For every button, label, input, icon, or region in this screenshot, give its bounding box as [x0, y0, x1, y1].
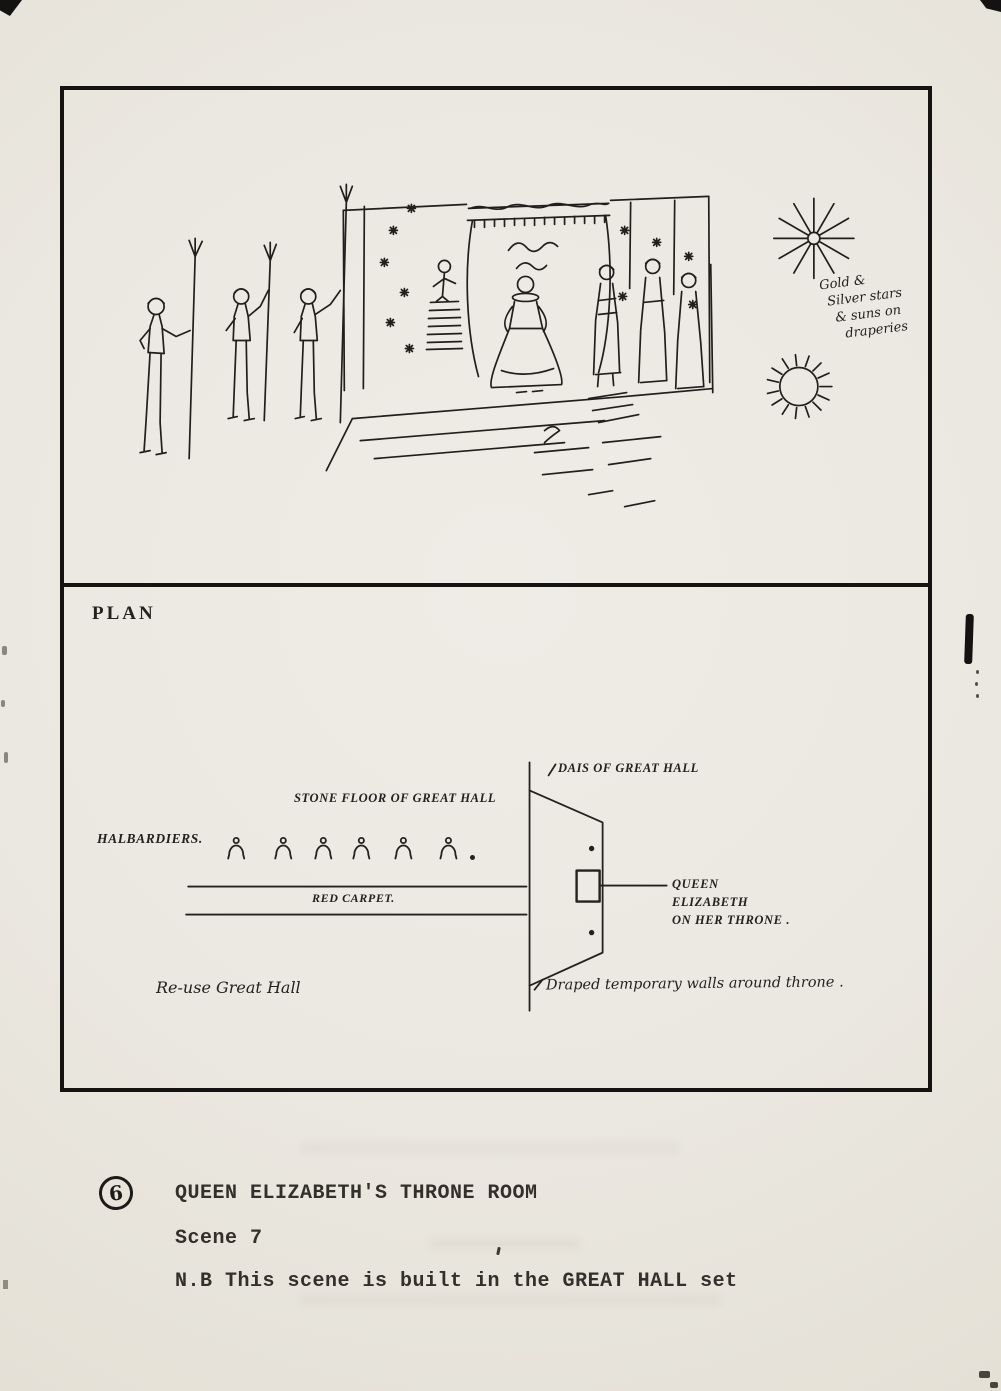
dais-label: DAIS OF GREAT HALL	[558, 761, 699, 775]
dais-label-tick	[547, 763, 557, 777]
halberdier-figure-2	[225, 241, 278, 422]
pedestal-figure	[425, 259, 464, 351]
draped-label-tick	[533, 978, 544, 991]
drawing-frame: Gold & Silver stars & suns on draperies	[60, 86, 932, 1092]
scan-artifact	[3, 1280, 8, 1289]
halberdier-symbols	[227, 836, 475, 861]
sketch-annotation: Gold & Silver stars & suns on draperies	[818, 263, 945, 345]
starburst-icon	[772, 197, 855, 280]
scan-artifact	[976, 670, 979, 674]
courtier-figure-3	[674, 263, 714, 394]
throne-rect	[575, 869, 601, 903]
scan-artifact	[980, 0, 1001, 12]
scan-artifact	[975, 682, 978, 686]
dais-steps	[325, 387, 714, 508]
scene-number-badge: 6	[97, 1174, 135, 1212]
queen-throne-label: QUEEN ELIZABETH ON HER THRONE .	[672, 875, 790, 929]
halbardiers-label: HALBARDIERS.	[97, 831, 203, 846]
throne-canopy	[466, 202, 611, 378]
scene-label: Scene 7	[175, 1227, 263, 1250]
scan-artifact	[976, 694, 979, 698]
stone-floor-label: STONE FLOOR OF GREAT HALL	[294, 791, 497, 805]
courtier-figure-1	[592, 264, 622, 388]
plan-drawing	[185, 761, 668, 1012]
scan-artifact	[4, 752, 8, 763]
bleed-through-smudge	[300, 1294, 720, 1305]
scan-artifact	[1, 700, 5, 707]
reuse-great-hall-label: Re-use Great Hall	[156, 978, 301, 997]
sketch-panel: Gold & Silver stars & suns on draperies	[64, 90, 928, 587]
set-title: QUEEN ELIZABETH'S THRONE ROOM	[175, 1182, 538, 1205]
red-carpet-label: RED CARPET.	[312, 891, 395, 905]
scan-artifact	[990, 1382, 998, 1388]
sun-icon	[766, 353, 833, 420]
scan-artifact	[2, 646, 7, 655]
queen-label-line: ELIZABETH	[672, 895, 749, 909]
dais-outline	[528, 761, 604, 1012]
bleed-through-smudge	[300, 1142, 680, 1154]
queen-label-line: ON HER THRONE .	[672, 913, 791, 927]
scan-artifact	[0, 0, 22, 16]
halberdier-figure-1	[139, 237, 204, 460]
plan-panel: PLAN DAIS OF GREAT HALL STONE FLOOR OF G…	[64, 591, 928, 1088]
backdrop-drapes	[342, 195, 711, 392]
star-decorations	[379, 203, 698, 354]
bleed-through-smudge	[430, 1238, 580, 1249]
scan-artifact	[964, 613, 974, 665]
courtier-figure-2	[637, 258, 668, 384]
queen-label-line: QUEEN	[672, 877, 719, 891]
scan-artifact	[979, 1371, 990, 1378]
queen-figure	[490, 275, 563, 394]
draped-walls-label: Draped temporary walls around throne .	[545, 974, 844, 994]
throne-room-sketch	[139, 183, 855, 508]
red-carpet-lines	[185, 885, 528, 916]
nb-note: N.B This scene is built in the GREAT HAL…	[175, 1270, 738, 1293]
plan-title: PLAN	[92, 603, 156, 624]
